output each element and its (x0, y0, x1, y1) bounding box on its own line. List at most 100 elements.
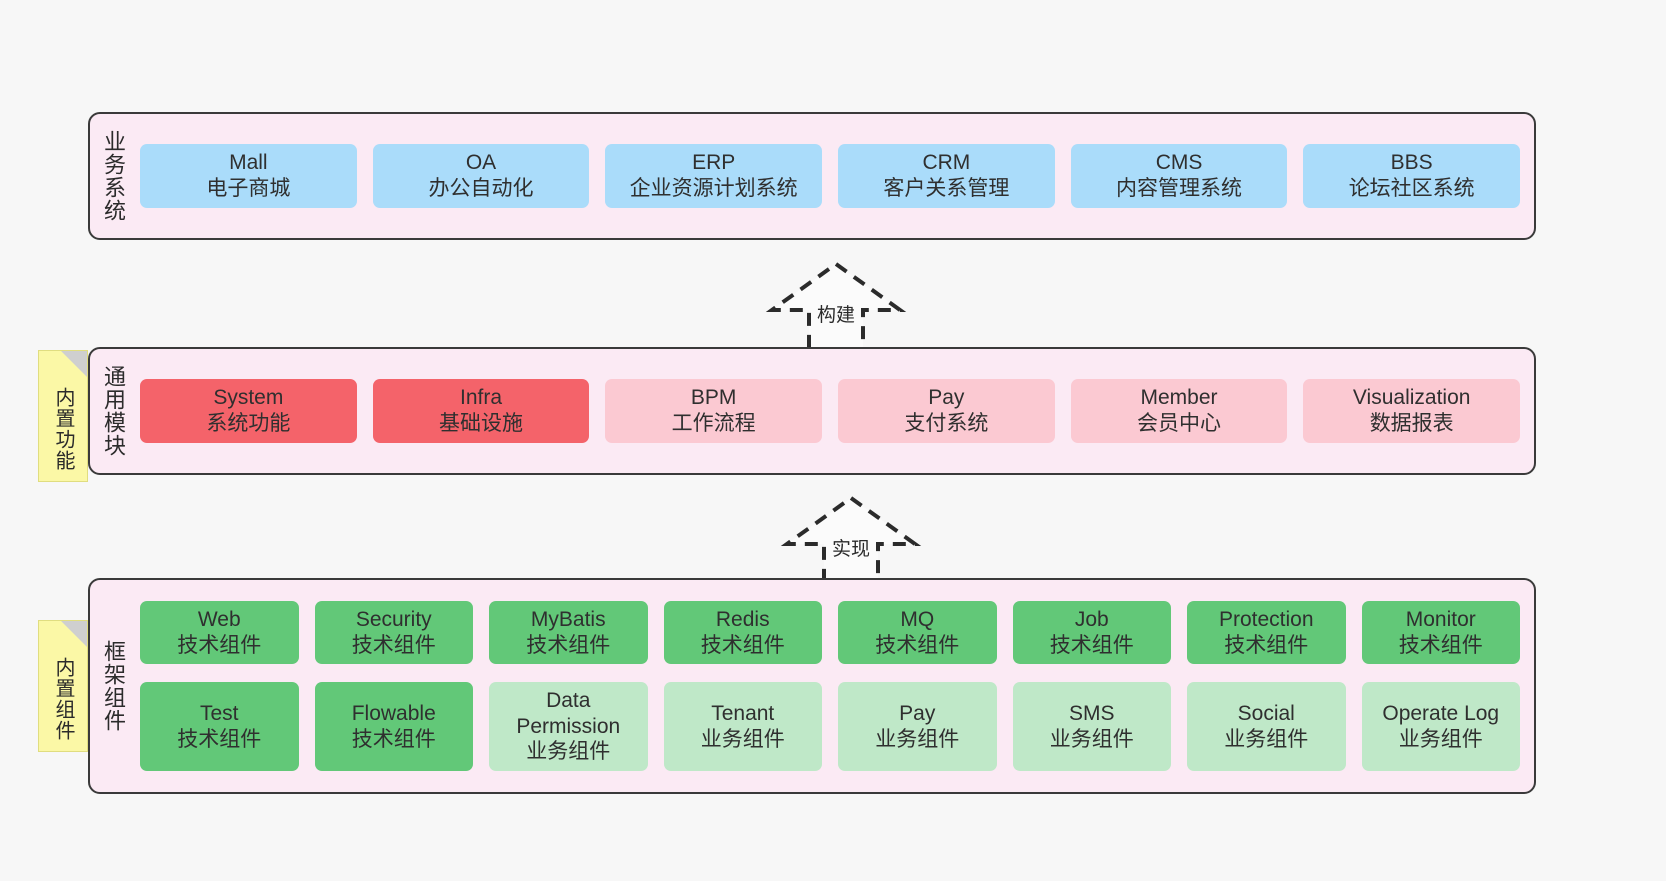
module-card-subtitle: 数据报表 (1369, 412, 1454, 435)
module-card-subtitle: 内容管理系统 (1116, 177, 1243, 200)
module-card-subtitle: 基础设施 (439, 412, 523, 435)
component-card-test[interactable]: Test 技术组件 (140, 682, 299, 772)
build-arrow: 构建 (761, 258, 911, 358)
sticky-note-label: 内置组件 (52, 657, 74, 741)
module-card-subtitle: 工作流程 (671, 412, 756, 435)
module-card-subtitle: 企业资源计划系统 (629, 177, 798, 200)
component-card-web[interactable]: Web 技术组件 (140, 600, 299, 665)
module-card-cms[interactable]: CMS 内容管理系统 (1070, 144, 1288, 208)
component-card-title: SMS (1068, 701, 1115, 725)
build-arrow-label: 构建 (816, 305, 856, 326)
component-card-title: Data Permission (516, 689, 621, 738)
component-card-title: Web (197, 607, 241, 631)
sticky-note-builtin-component: 内置组件 (38, 620, 88, 752)
module-card-title: CMS (1155, 151, 1203, 175)
layer-row: Web 技术组件 Security 技术组件 MyBatis 技术组件 Redi… (140, 600, 1520, 665)
layer-row: Mall 电子商城 OA 办公自动化 ERP 企业资源计划系统 CRM 客户关系… (140, 144, 1521, 208)
component-card-job[interactable]: Job 技术组件 (1012, 600, 1171, 665)
module-card-title: BBS (1390, 151, 1433, 175)
component-card-title: Redis (715, 607, 770, 631)
module-card-title: BPM (690, 386, 737, 410)
layer-title-business-system: 业务系统 (100, 130, 126, 222)
component-card-protection[interactable]: Protection 技术组件 (1187, 600, 1346, 665)
module-card-erp[interactable]: ERP 企业资源计划系统 (605, 144, 823, 208)
module-card-system[interactable]: System 系统功能 (140, 379, 357, 443)
module-card-pay[interactable]: Pay 支付系统 (838, 379, 1055, 443)
component-card-flowable[interactable]: Flowable 技术组件 (314, 682, 473, 772)
component-card-mybatis[interactable]: MyBatis 技术组件 (489, 600, 648, 665)
module-card-visualization[interactable]: Visualization 数据报表 (1303, 379, 1521, 443)
sticky-note-builtin-function: 内置功能 (38, 350, 88, 482)
component-card-subtitle: 技术组件 (177, 727, 262, 751)
module-card-member[interactable]: Member 会员中心 (1070, 379, 1288, 443)
module-card-subtitle: 系统功能 (206, 412, 291, 435)
component-card-mq[interactable]: MQ 技术组件 (838, 600, 997, 665)
component-card-subtitle: 技术组件 (875, 633, 960, 657)
component-card-subtitle: 技术组件 (177, 633, 262, 657)
module-card-title: Mall (229, 151, 268, 175)
component-card-title: Security (355, 607, 432, 631)
component-card-subtitle: 技术组件 (351, 633, 436, 657)
module-card-infra[interactable]: Infra 基础设施 (372, 379, 590, 443)
component-card-subtitle: 技术组件 (700, 633, 785, 657)
sticky-note-label: 内置功能 (52, 387, 74, 471)
layer-body-common-module: System 系统功能 Infra 基础设施 BPM 工作流程 Pay 支付系统… (136, 349, 1534, 473)
layer-framework-component: 框架组件 Web 技术组件 Security 技术组件 MyBatis 技术组件… (88, 578, 1536, 794)
component-card-tenant[interactable]: Tenant 业务组件 (663, 682, 822, 772)
component-card-title: Operate Log (1382, 701, 1500, 725)
module-card-subtitle: 办公自动化 (428, 177, 534, 200)
component-card-subtitle: 技术组件 (351, 727, 436, 751)
component-card-title: Flowable (351, 701, 436, 725)
component-card-subtitle: 业务组件 (1224, 727, 1309, 751)
component-card-subtitle: 业务组件 (1398, 727, 1483, 751)
module-card-bbs[interactable]: BBS 论坛社区系统 (1303, 144, 1521, 208)
component-card-title: Protection (1218, 607, 1314, 631)
component-card-title: Pay (899, 701, 936, 725)
component-card-pay[interactable]: Pay 业务组件 (838, 682, 997, 772)
module-card-bpm[interactable]: BPM 工作流程 (605, 379, 823, 443)
component-card-title: MyBatis (530, 607, 606, 631)
component-card-subtitle: 技术组件 (526, 633, 611, 657)
module-card-mall[interactable]: Mall 电子商城 (140, 144, 357, 208)
layer-row: System 系统功能 Infra 基础设施 BPM 工作流程 Pay 支付系统… (140, 379, 1521, 443)
component-card-subtitle: 技术组件 (1049, 633, 1134, 657)
module-card-subtitle: 客户关系管理 (883, 177, 1010, 200)
layer-business-system: 业务系统 Mall 电子商城 OA 办公自动化 ERP 企业资源计划系统 CRM… (88, 112, 1536, 240)
module-card-subtitle: 电子商城 (206, 177, 291, 200)
module-card-title: OA (465, 151, 497, 175)
layer-title-framework-component: 框架组件 (100, 640, 126, 732)
component-card-subtitle: 业务组件 (700, 727, 785, 751)
module-card-oa[interactable]: OA 办公自动化 (372, 144, 590, 208)
module-card-title: Member (1140, 386, 1218, 410)
component-card-social[interactable]: Social 业务组件 (1187, 682, 1346, 772)
implement-arrow-label: 实现 (831, 539, 871, 560)
component-card-data-permission[interactable]: Data Permission 业务组件 (489, 682, 648, 772)
module-card-subtitle: 论坛社区系统 (1348, 177, 1475, 200)
component-card-operate-log[interactable]: Operate Log 业务组件 (1361, 682, 1520, 772)
layer-row: Test 技术组件 Flowable 技术组件 Data Permission … (140, 682, 1520, 772)
layer-body-framework-component: Web 技术组件 Security 技术组件 MyBatis 技术组件 Redi… (136, 580, 1534, 792)
component-card-title: Job (1074, 607, 1109, 631)
module-card-title: System (213, 386, 284, 410)
component-card-subtitle: 业务组件 (875, 727, 960, 751)
module-card-title: ERP (692, 151, 736, 175)
layer-body-business-system: Mall 电子商城 OA 办公自动化 ERP 企业资源计划系统 CRM 客户关系… (136, 114, 1534, 238)
module-card-title: Pay (928, 386, 965, 410)
component-card-subtitle: 技术组件 (1224, 633, 1309, 657)
component-card-title: Social (1237, 701, 1295, 725)
module-card-title: Infra (459, 386, 503, 410)
layer-title-common-module: 通用模块 (100, 365, 126, 457)
component-card-monitor[interactable]: Monitor 技术组件 (1361, 600, 1520, 665)
module-card-title: CRM (922, 151, 971, 175)
module-card-subtitle: 会员中心 (1137, 412, 1222, 435)
component-card-sms[interactable]: SMS 业务组件 (1012, 682, 1171, 772)
component-card-title: MQ (900, 607, 935, 631)
module-card-crm[interactable]: CRM 客户关系管理 (838, 144, 1055, 208)
component-card-redis[interactable]: Redis 技术组件 (663, 600, 822, 665)
component-card-security[interactable]: Security 技术组件 (314, 600, 473, 665)
layer-common-module: 通用模块 System 系统功能 Infra 基础设施 BPM 工作流程 Pay… (88, 347, 1536, 475)
module-card-title: Visualization (1352, 386, 1471, 410)
module-card-subtitle: 支付系统 (904, 412, 989, 435)
component-card-title: Tenant (711, 701, 775, 725)
